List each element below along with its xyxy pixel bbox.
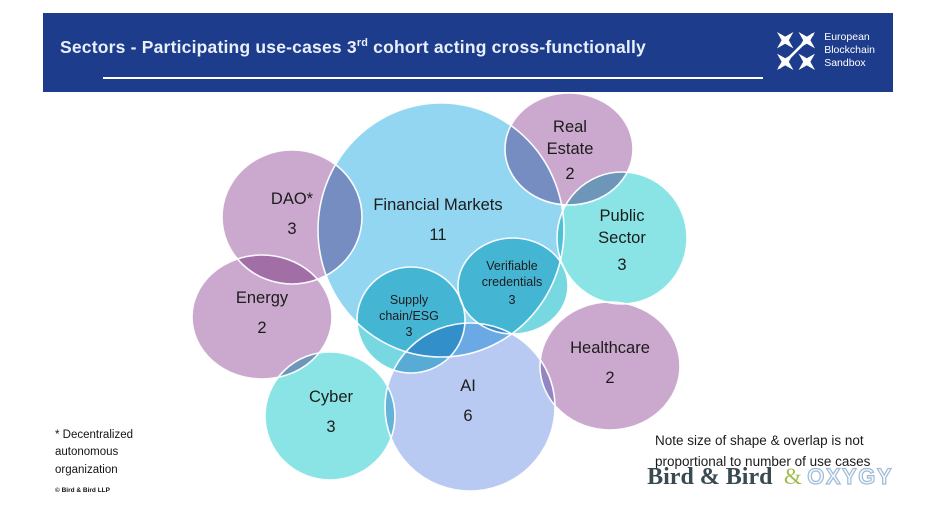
bubble-label-cyber: Cyber 3 xyxy=(309,387,353,439)
bubble-name: Verifiable credentials xyxy=(481,259,543,289)
bubble-name: Healthcare xyxy=(570,339,650,358)
bubble-count: 6 xyxy=(463,407,473,425)
bubble-label-financial-markets: Financial Markets 11 xyxy=(373,195,502,247)
note-line-1: Note size of shape & overlap is not xyxy=(655,433,864,448)
bubble-outline-healthcare xyxy=(539,301,681,431)
logo-wordmark: European Blockchain Sandbox xyxy=(824,31,875,70)
bubble-count: 2 xyxy=(257,319,267,337)
bubble-name: Supply chain/ESG xyxy=(379,293,439,323)
bubble-verifiable-credentials xyxy=(458,238,568,334)
dao-footnote: * Decentralized autonomous organization xyxy=(55,429,133,476)
bubble-label-dao: DAO* 3 xyxy=(271,189,313,241)
bubble-name: AI xyxy=(460,377,476,396)
bubble-count: 2 xyxy=(565,164,575,183)
oxygy-wordmark: OXYGY xyxy=(807,463,893,489)
bubble-energy xyxy=(192,255,332,379)
bubble-outline-dao xyxy=(221,149,363,285)
european-blockchain-sandbox-logo: European Blockchain Sandbox xyxy=(777,31,875,70)
header-bar: Sectors - Participating use-cases 3rd co… xyxy=(43,13,893,92)
bubble-public-sector xyxy=(557,172,687,304)
bubble-label-supply-chain-esg: Supply chain/ESG 3 xyxy=(365,293,453,341)
title-superscript: rd xyxy=(356,37,369,50)
bird-and-bird-oxygy-logo: Bird & Bird & OXYGY xyxy=(647,463,893,491)
bubble-count: 11 xyxy=(429,226,447,244)
bubble-count: 3 xyxy=(508,293,516,308)
bird-and-bird-wordmark: Bird & Bird xyxy=(647,464,773,490)
bubble-outline-energy xyxy=(191,254,333,380)
bubble-count: 3 xyxy=(326,418,336,436)
title-prefix: Sectors - Participating use-cases 3 xyxy=(60,37,357,57)
bubble-label-healthcare: Healthcare 2 xyxy=(570,338,650,390)
bubble-outline-financial-markets xyxy=(317,102,565,358)
ampersand: & xyxy=(783,464,802,489)
bubble-label-energy: Energy 2 xyxy=(236,288,288,340)
bubble-label-ai: AI 6 xyxy=(460,376,476,428)
bubble-name: Energy xyxy=(235,289,289,308)
bubble-healthcare xyxy=(540,302,680,430)
bubble-outline-supply-chain-esg xyxy=(356,266,466,374)
bubble-ai xyxy=(385,323,555,491)
bubble-count: 3 xyxy=(405,325,413,340)
proportionality-note: Note size of shape & overlap is not prop… xyxy=(655,431,870,473)
bubble-label-real-estate: Real Estate 2 xyxy=(535,117,605,185)
bubble-name: Cyber xyxy=(308,388,354,407)
bubble-cyber xyxy=(265,352,395,480)
copyright-text: © Bird & Bird LLP xyxy=(55,487,110,494)
bubble-label-verifiable-credentials: Verifiable credentials 3 xyxy=(463,259,561,309)
page-title: Sectors - Participating use-cases 3rd co… xyxy=(60,37,646,58)
bubble-outline-cyber xyxy=(264,351,396,481)
bubble-name: Real Estate xyxy=(546,117,594,158)
bubble-name: Financial Markets xyxy=(373,196,503,215)
bubble-outline-ai xyxy=(384,322,556,492)
logo-line-1: European xyxy=(824,31,870,43)
bubble-count: 3 xyxy=(617,255,627,274)
pinwheel-grid-icon xyxy=(777,31,816,70)
bubble-count: 3 xyxy=(287,220,297,238)
bubble-name: DAO* xyxy=(270,190,314,209)
bubble-name: Public Sector xyxy=(598,206,646,247)
logo-line-2: Blockchain xyxy=(824,44,875,57)
bubble-count: 2 xyxy=(605,369,615,387)
bubble-outline-real-estate xyxy=(504,92,634,206)
logo-line-3: Sandbox xyxy=(824,57,866,70)
title-suffix: cohort acting cross-functionally xyxy=(368,37,646,57)
bubble-outline-public-sector xyxy=(556,171,688,305)
title-underline xyxy=(103,77,763,79)
bubble-label-public-sector: Public Sector 3 xyxy=(580,206,664,276)
note-line-2: proportional to number of use cases xyxy=(655,453,871,469)
